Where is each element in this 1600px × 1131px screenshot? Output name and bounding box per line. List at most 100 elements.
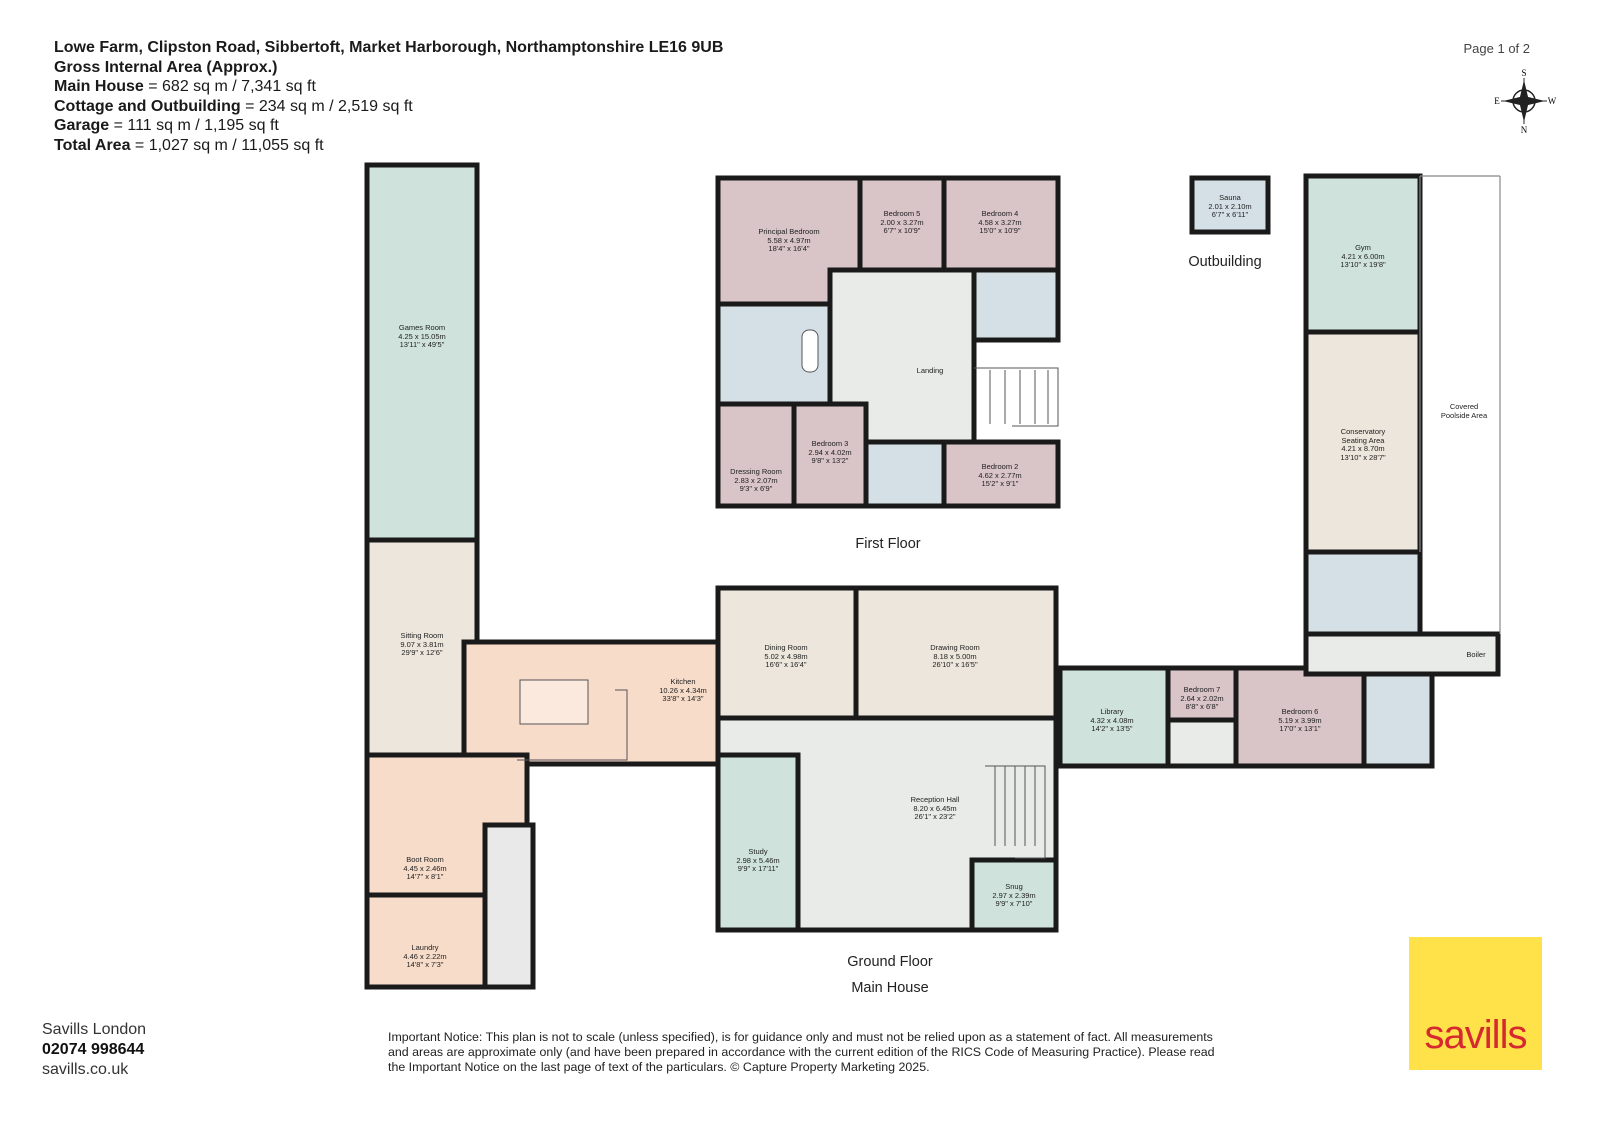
area-garage: Garage = 111 sq m / 1,195 sq ft — [54, 117, 279, 134]
room-name: Boiler — [1466, 650, 1486, 659]
important-notice: Important Notice: This plan is not to sc… — [388, 1030, 1215, 1074]
room-m: 9.07 x 3.81m — [400, 639, 444, 649]
kitchen-counter — [517, 689, 628, 761]
room-name: Bedroom 6 — [1281, 707, 1319, 716]
label-ground-floor: Ground Floor — [847, 954, 933, 970]
room-name: Library — [1100, 707, 1124, 716]
room-m: 10.26 x 4.34m — [659, 685, 707, 695]
ensuite-area — [1361, 665, 1435, 769]
room-ft: 9'9" x 17'11" — [737, 864, 779, 874]
bedroom-3-area — [791, 401, 869, 509]
room-ft: 33'8" x 14'3" — [662, 694, 704, 704]
room-m: 4.21 x 8.70m — [1341, 444, 1385, 454]
room-name: Principal Bedroom — [758, 227, 820, 236]
room-name: Kitchen — [670, 677, 696, 686]
room-ft: 6'7" x 6'11" — [1211, 210, 1249, 220]
room-ft: 6'7" x 10'9" — [883, 226, 921, 236]
compass-n: N — [1521, 125, 1528, 135]
sauna-area — [1189, 175, 1271, 235]
logo-text: savills — [1424, 1013, 1528, 1057]
room-name: Study — [748, 847, 768, 856]
area-cottage: Cottage and Outbuilding = 234 sq m / 2,5… — [54, 97, 413, 115]
study-area — [715, 752, 801, 933]
room-name: Bedroom 2 — [981, 462, 1019, 471]
page-number: Page 1 of 2 — [1463, 41, 1531, 56]
room-name: Reception Hall — [910, 795, 960, 804]
covered-poolside-area — [1419, 175, 1501, 634]
compass-s: S — [1521, 68, 1526, 78]
room-m: 5.58 x 4.97m — [767, 235, 811, 245]
room-m: 5.19 x 3.99m — [1278, 715, 1322, 725]
room-name: Bedroom 4 — [981, 209, 1019, 218]
room-m: 4.62 x 2.77m — [978, 470, 1022, 480]
room-m: 2.97 x 2.39m — [992, 890, 1036, 900]
room-ft: 13'10" x 19'8" — [1340, 260, 1386, 270]
label-main-house: Main House — [851, 980, 929, 996]
compass-w: W — [1548, 96, 1557, 106]
room-ft: 13'10" x 28'7" — [1340, 452, 1386, 462]
bedroom-2-area — [941, 439, 1061, 509]
room-m: 8.18 x 5.00m — [933, 651, 977, 661]
room-ft: 14'8" x 7'3" — [406, 960, 444, 970]
room-ft: 14'7" x 8'1" — [406, 872, 444, 882]
room-m: 2.98 x 5.46m — [736, 855, 780, 865]
room-name: Landing — [916, 366, 944, 375]
main-staircase — [985, 765, 1046, 859]
room-ft: 16'6" x 16'4" — [765, 660, 807, 670]
room-name: Snug — [1005, 882, 1023, 891]
agent-contact: Savills London 02074 998644 savills.co.u… — [42, 1020, 146, 1080]
bedroom-7-area — [1165, 665, 1239, 723]
room-ft: 8'8" x 6'8" — [1185, 702, 1219, 712]
kitchen-area — [461, 639, 721, 767]
room-name: Sitting Room — [400, 631, 444, 640]
room-label-boiler: Boiler — [1466, 650, 1486, 660]
room-name: Drawing Room — [930, 643, 980, 652]
label-outbuilding: Outbuilding — [1188, 254, 1262, 270]
room-name: Covered Poolside Area — [1440, 402, 1488, 420]
room-m: 8.20 x 6.45m — [913, 803, 957, 813]
label-first-floor: First Floor — [855, 536, 921, 552]
room-ft: 26'1" x 23'2" — [914, 812, 956, 822]
room-name: Dining Room — [764, 643, 808, 652]
drawing-room-area — [853, 585, 1059, 721]
agent-phone: 02074 998644 — [42, 1041, 145, 1058]
hall-area — [1165, 717, 1239, 769]
room-m: 4.46 x 2.22m — [403, 951, 447, 961]
games-room-area — [364, 162, 480, 543]
conservatory-area — [1303, 329, 1423, 555]
bathroom-3-area — [863, 439, 947, 509]
bedroom-4-area — [941, 175, 1061, 273]
room-name: Laundry — [411, 943, 439, 952]
room-name: Games Room — [398, 323, 446, 332]
room-ft: 9'3" x 6'9" — [739, 484, 773, 494]
room-ft: 26'10" x 16'5" — [932, 660, 978, 670]
kitchen-island — [519, 679, 589, 725]
room-label-landing: Landing — [916, 366, 944, 376]
room-m: 2.64 x 2.02m — [1180, 693, 1224, 703]
freestanding-bath — [801, 329, 819, 373]
corridor-area — [482, 822, 536, 990]
room-ft: 9'8" x 13'2" — [811, 456, 849, 466]
gia-title: Gross Internal Area (Approx.) — [54, 58, 278, 76]
room-m: 4.45 x 2.46m — [403, 863, 447, 873]
room-name: Bedroom 3 — [811, 439, 849, 448]
room-m: 4.21 x 6.00m — [1341, 251, 1385, 261]
agent-name: Savills London — [42, 1021, 147, 1038]
